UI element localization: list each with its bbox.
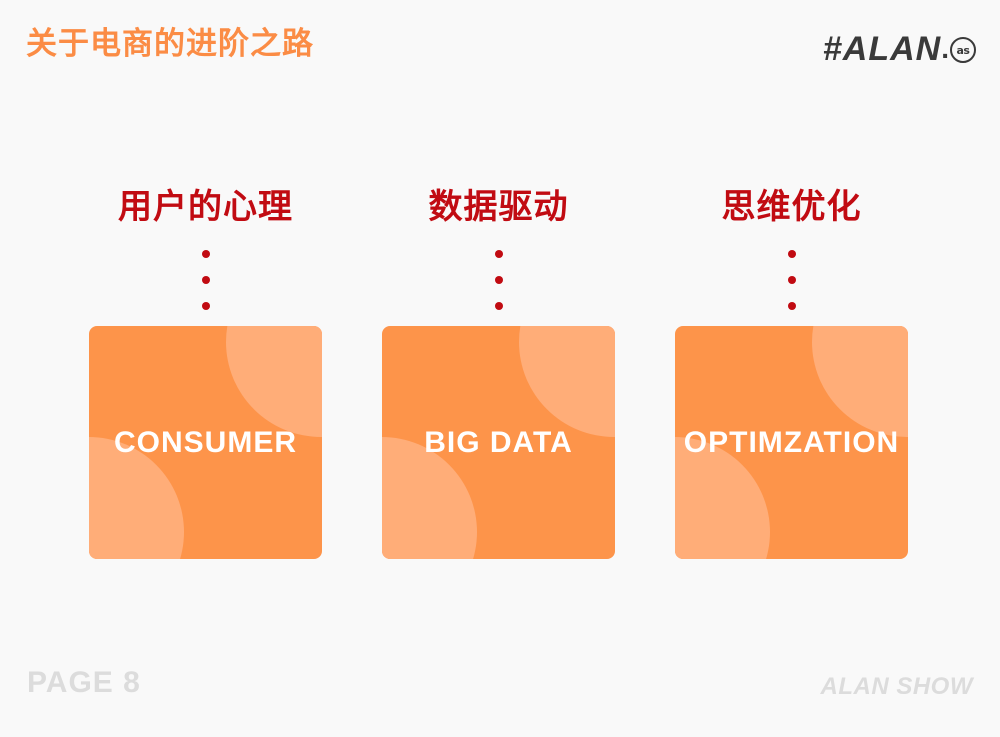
concept-card: CONSUMER (89, 326, 322, 559)
concept-card: OPTIMZATION (675, 326, 908, 559)
concept-column-big-data: 数据驱动 BIG DATA (382, 190, 615, 559)
brand-dot: . (941, 33, 949, 64)
concept-column-consumer: 用户的心理 CONSUMER (89, 190, 322, 559)
column-title: 数据驱动 (428, 188, 569, 226)
connector-dot (494, 276, 503, 284)
page-title: 关于电商的进阶之路 (26, 26, 314, 61)
connector-dot (787, 302, 796, 310)
card-label: OPTIMZATION (683, 425, 900, 459)
column-title: 思维优化 (721, 188, 862, 226)
brand-badge-icon: as (950, 37, 976, 63)
brand-logo: #ALAN . as (823, 32, 976, 66)
connector-dot (494, 250, 503, 258)
connector-dot (201, 302, 210, 310)
dotted-connector (494, 250, 503, 310)
card-label: BIG DATA (424, 425, 573, 459)
page-number: PAGE 8 (27, 666, 141, 699)
connector-dot (494, 302, 503, 310)
column-title: 用户的心理 (118, 188, 293, 226)
decorative-circle (519, 326, 615, 437)
brand-text: #ALAN (822, 30, 942, 68)
dotted-connector (787, 250, 796, 310)
concept-column-optimization: 思维优化 OPTIMZATION (675, 190, 908, 559)
footer-brand: ALAN SHOW (820, 673, 973, 700)
connector-dot (787, 250, 796, 258)
decorative-circle (226, 326, 322, 437)
connector-dot (787, 276, 796, 284)
card-label: CONSUMER (113, 425, 297, 459)
connector-dot (201, 276, 210, 284)
dotted-connector (201, 250, 210, 310)
connector-dot (201, 250, 210, 258)
concept-card: BIG DATA (382, 326, 615, 559)
decorative-circle (812, 326, 908, 437)
